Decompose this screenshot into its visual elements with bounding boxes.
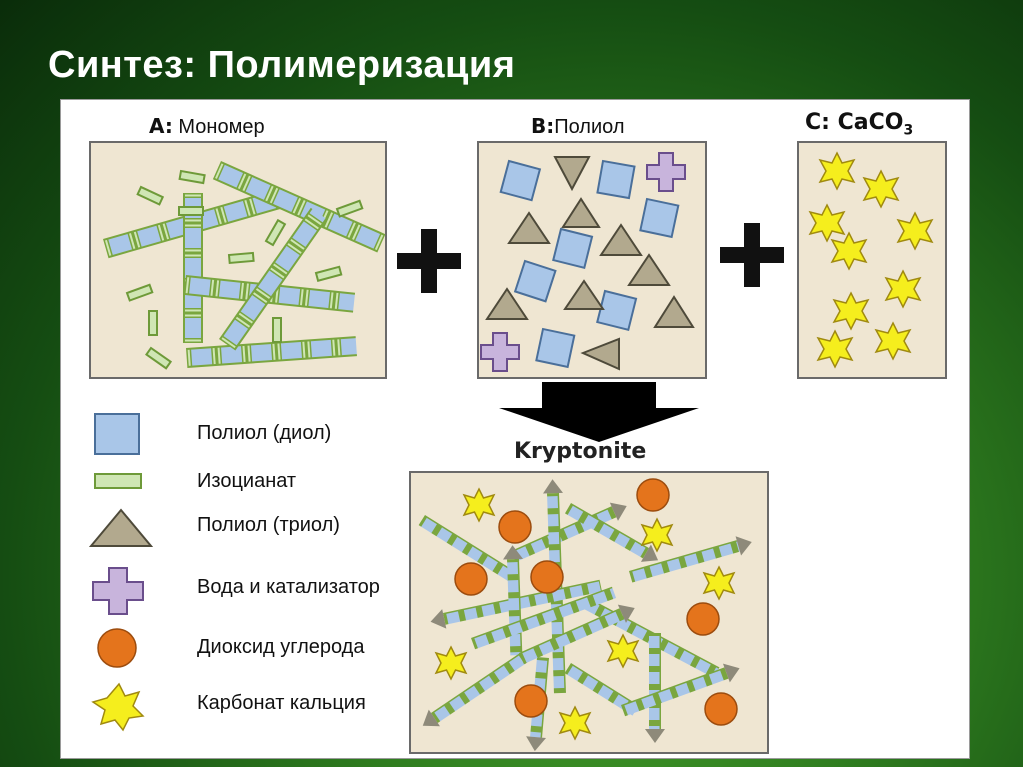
triol-triangles xyxy=(485,156,695,371)
legend-item-catalyst: Вода и катализатор xyxy=(89,566,419,615)
blue-square-icon xyxy=(94,413,140,455)
orange-circle-icon xyxy=(97,628,137,668)
legend-item-isocyanate: Изоцианат xyxy=(89,460,419,504)
polymerization-diagram: A: Мономер B:Полиол C: CaCO3 xyxy=(60,99,970,759)
polyol-illustration xyxy=(480,152,695,372)
kryptonite-network-illustration xyxy=(418,478,752,752)
panel-kryptonite xyxy=(409,471,769,754)
monomer-illustration xyxy=(103,161,386,370)
legend-label: Вода и катализатор xyxy=(197,576,380,598)
polymer-network xyxy=(418,479,752,752)
polymer-chain xyxy=(219,207,328,351)
plus-icon xyxy=(397,229,461,293)
panel-c-caco3 xyxy=(797,141,947,379)
panel-c-label: C: CaCO3 xyxy=(805,110,913,138)
panel-b-text: Полиол xyxy=(554,116,625,138)
yellow-star-icon xyxy=(91,682,145,732)
legend-item-diol: Полиол (диол) xyxy=(89,412,419,456)
down-arrow-icon xyxy=(499,382,699,442)
polymer-chain xyxy=(212,161,386,253)
legend-item-calcium-carbonate: Карбонат кальция xyxy=(89,682,419,732)
catalyst-crosses xyxy=(480,152,686,372)
panel-a-letter: A: xyxy=(149,114,173,138)
calcium-carbonate-illustration xyxy=(809,152,933,368)
legend-label: Диоксид углерода xyxy=(197,636,365,658)
panel-c-text: CaCO xyxy=(837,110,904,135)
co2-bubbles xyxy=(454,478,738,726)
plus-icon xyxy=(720,223,784,287)
panel-b-letter: B: xyxy=(531,114,555,138)
panel-c-letter: C: xyxy=(805,110,830,135)
legend-label: Изоцианат xyxy=(197,470,297,492)
polymer-chain xyxy=(183,193,203,343)
result-label: Kryptonite xyxy=(514,439,647,464)
panel-b-label: B:Полиол xyxy=(531,114,625,139)
panel-a-text: Мономер xyxy=(178,116,265,138)
green-bar-icon xyxy=(94,473,142,489)
triangle-icon xyxy=(89,508,154,547)
purple-cross-icon xyxy=(92,567,144,615)
panel-b-polyol xyxy=(477,141,707,379)
panel-a-monomer xyxy=(89,141,387,379)
legend-label: Полиол (триол) xyxy=(197,514,340,536)
legend-label: Карбонат кальция xyxy=(197,692,366,714)
isocyanate-monomers xyxy=(125,169,364,370)
panel-a-label: A: Мономер xyxy=(149,114,265,139)
legend-item-triol: Полиол (триол) xyxy=(89,504,419,548)
diol-squares xyxy=(499,159,680,369)
polymer-chain xyxy=(186,336,357,368)
legend-item-co2: Диоксид углерода xyxy=(89,626,419,670)
panel-c-subscript: 3 xyxy=(903,122,914,139)
legend-label: Полиол (диол) xyxy=(197,422,332,444)
slide-title: Синтез: Полимеризация xyxy=(48,44,516,86)
